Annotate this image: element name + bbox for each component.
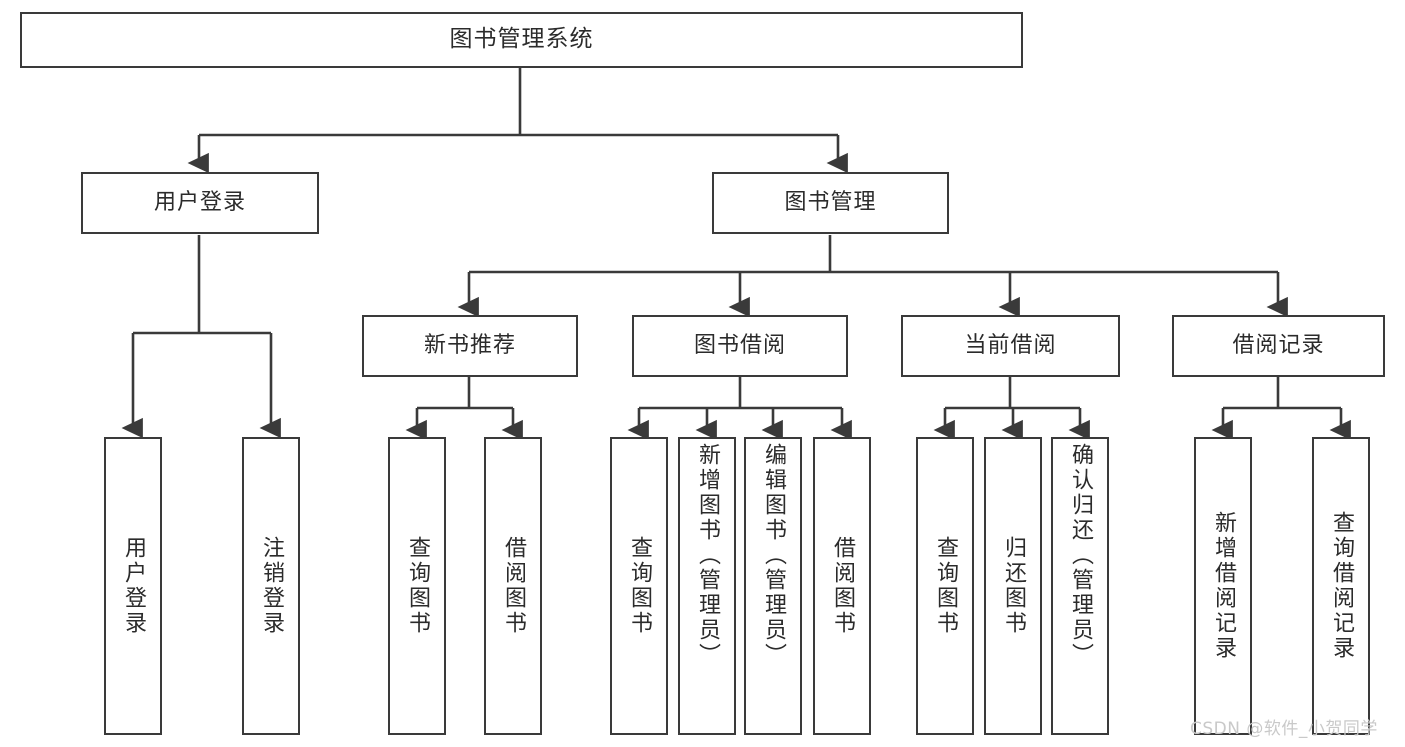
node-label: 查询图书 — [405, 536, 430, 636]
node-user-login[interactable]: 用户登录 — [81, 172, 319, 234]
node-label: 新增借阅记录 — [1211, 511, 1236, 661]
leaf-current-return-book[interactable]: 归还图书 — [984, 437, 1042, 735]
node-label: 查询借阅记录 — [1329, 511, 1354, 661]
leaf-borrow-borrow-book[interactable]: 借阅图书 — [813, 437, 871, 735]
node-label: 编辑图书（管理员） — [761, 443, 786, 668]
leaf-user-login-login[interactable]: 用户登录 — [104, 437, 162, 735]
node-borrow-record[interactable]: 借阅记录 — [1172, 315, 1385, 377]
leaf-user-login-logout[interactable]: 注销登录 — [242, 437, 300, 735]
node-root-system[interactable]: 图书管理系统 — [20, 12, 1023, 68]
node-label: 确认归还（管理员） — [1068, 443, 1093, 668]
node-label: 图书管理系统 — [449, 26, 594, 53]
node-label: 当前借阅 — [964, 333, 1057, 359]
leaf-borrow-add-book[interactable]: 新增图书（管理员） — [678, 437, 736, 735]
node-label: 借阅图书 — [501, 536, 526, 636]
node-label: 用户登录 — [153, 190, 246, 216]
node-current-borrow[interactable]: 当前借阅 — [901, 315, 1120, 377]
node-label: 用户登录 — [121, 536, 146, 636]
node-book-management[interactable]: 图书管理 — [712, 172, 949, 234]
leaf-new-book-query[interactable]: 查询图书 — [388, 437, 446, 735]
node-label: 图书管理 — [784, 190, 877, 216]
leaf-borrow-query-book[interactable]: 查询图书 — [610, 437, 668, 735]
node-label: 借阅记录 — [1232, 333, 1325, 359]
node-label: 归还图书 — [1001, 536, 1026, 636]
leaf-current-query-book[interactable]: 查询图书 — [916, 437, 974, 735]
leaf-record-add[interactable]: 新增借阅记录 — [1194, 437, 1252, 735]
watermark-text: CSDN @软件_小贺同学 — [1190, 719, 1378, 739]
node-label: 图书借阅 — [693, 333, 786, 359]
node-label: 查询图书 — [627, 536, 652, 636]
node-label: 新书推荐 — [423, 333, 516, 359]
node-label: 新增图书（管理员） — [695, 443, 720, 668]
leaf-current-confirm-return[interactable]: 确认归还（管理员） — [1051, 437, 1109, 735]
leaf-new-book-borrow[interactable]: 借阅图书 — [484, 437, 542, 735]
node-new-book-recommend[interactable]: 新书推荐 — [362, 315, 578, 377]
node-label: 注销登录 — [259, 536, 284, 636]
node-book-borrow[interactable]: 图书借阅 — [632, 315, 848, 377]
node-label: 借阅图书 — [830, 536, 855, 636]
leaf-borrow-edit-book[interactable]: 编辑图书（管理员） — [744, 437, 802, 735]
leaf-record-query[interactable]: 查询借阅记录 — [1312, 437, 1370, 735]
node-label: 查询图书 — [933, 536, 958, 636]
